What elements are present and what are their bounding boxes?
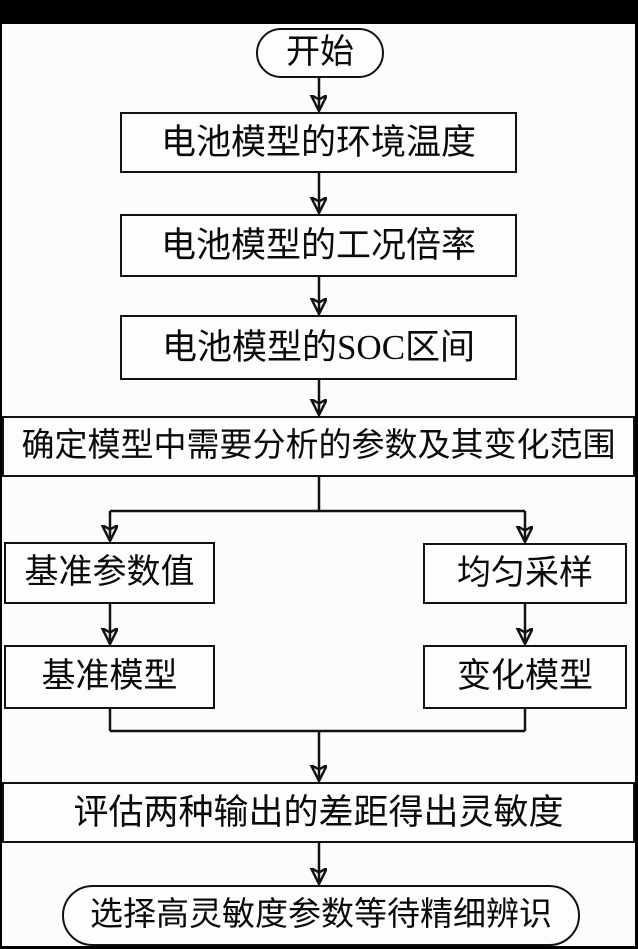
- process-baseline-model: 基准模型: [4, 645, 215, 709]
- process-operating-rate: 电池模型的工况倍率: [120, 214, 517, 277]
- process-evaluate-sensitivity: 评估两种输出的差距得出灵敏度: [2, 782, 635, 843]
- flowchart-canvas: 开始 电池模型的环境温度 电池模型的工况倍率 电池模型的SOC区间 确定模型中需…: [2, 24, 635, 946]
- process-baseline-parameter-value: 基准参数值: [4, 542, 215, 604]
- process-varied-model: 变化模型: [423, 645, 627, 709]
- process-uniform-sampling: 均匀采样: [423, 543, 627, 604]
- connector-lines: [2, 78, 635, 946]
- process-determine-parameters: 确定模型中需要分析的参数及其变化范围: [2, 416, 635, 477]
- start-terminal: 开始: [256, 28, 384, 78]
- process-ambient-temperature: 电池模型的环境温度: [120, 112, 517, 173]
- process-soc-range: 电池模型的SOC区间: [120, 315, 517, 380]
- end-terminal: 选择高灵敏度参数等待精细辨识: [62, 885, 580, 946]
